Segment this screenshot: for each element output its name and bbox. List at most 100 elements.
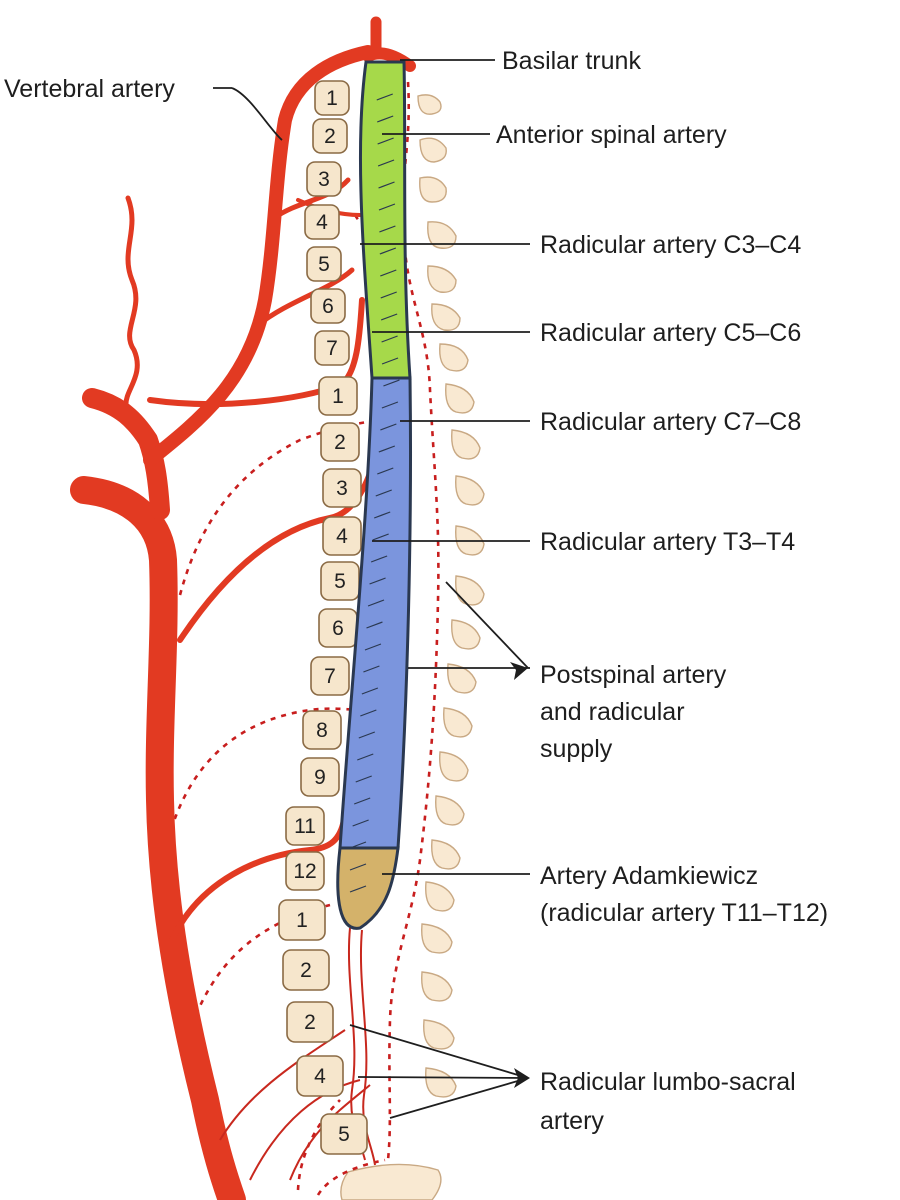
vertebra-number: 6 xyxy=(332,617,344,640)
cord-segment-tick xyxy=(369,577,386,585)
vertebra-number: 2 xyxy=(304,1011,316,1034)
vertebra-number: 8 xyxy=(316,719,328,742)
label-postspinal-line2: and radicular xyxy=(540,698,685,726)
vertebra-number: 2 xyxy=(324,125,336,148)
cord-segment-tick xyxy=(381,357,399,365)
vertebra-thoracic-7: 7 xyxy=(310,656,350,696)
cord-segment-tick xyxy=(357,753,374,761)
vertebra-body xyxy=(320,422,360,462)
vertebra-body xyxy=(302,710,342,750)
cord-segment-tick xyxy=(377,467,394,475)
vertebra-number: 4 xyxy=(336,525,348,548)
vertebra-number: 12 xyxy=(293,860,316,883)
vertebra-thoracic-4: 4 xyxy=(322,516,362,556)
vertebra-body xyxy=(322,468,362,508)
cord-segment-tick xyxy=(358,731,376,739)
vertebra-cervical-6: 6 xyxy=(310,288,346,324)
vertebra-number: 7 xyxy=(324,665,336,688)
vertebra-thoracic-2: 2 xyxy=(320,422,360,462)
vertebra-cervical-1: 1 xyxy=(314,80,350,116)
cord-segment-tick xyxy=(383,379,400,387)
label-lumbosacral-line1: Radicular lumbo-sacral xyxy=(540,1068,796,1096)
vertebra-number: 5 xyxy=(318,253,330,276)
vertebra-body xyxy=(320,1113,368,1155)
cord-segment-tick xyxy=(373,511,391,519)
vertebra-body xyxy=(314,80,350,116)
vertebra-body xyxy=(310,656,350,696)
vertebra-cervical-7: 7 xyxy=(314,330,350,366)
cord-segment-tick xyxy=(377,137,394,145)
cord-segment-tick xyxy=(378,445,396,453)
vertebra-thoracic-5: 5 xyxy=(320,561,360,601)
vertebra-number: 4 xyxy=(316,211,328,234)
vertebra-number: 1 xyxy=(332,385,344,408)
label-adamkiewicz-line1: Artery Adamkiewicz xyxy=(540,862,758,890)
vertebra-thoracic-9: 9 xyxy=(300,757,340,797)
label-vertebral-artery: Vertebral artery xyxy=(4,75,175,103)
vertebra-body xyxy=(285,851,325,891)
vertebra-number: 3 xyxy=(318,168,330,191)
cord-segment-tick xyxy=(370,555,388,563)
cord-segment-tick xyxy=(380,291,397,299)
vertebra-thoracic-10: 11 xyxy=(285,806,325,846)
vertebra-cervical-4: 4 xyxy=(304,204,340,240)
label-radicular-c5-c6: Radicular artery C5–C6 xyxy=(540,319,801,347)
vertebra-thoracic-11: 12 xyxy=(285,851,325,891)
vertebra-thoracic-8: 8 xyxy=(302,710,342,750)
vertebra-body xyxy=(304,204,340,240)
cord-segment-tick xyxy=(349,841,367,849)
vertebra-number: 2 xyxy=(300,959,312,982)
vertebra-number: 5 xyxy=(338,1123,350,1146)
label-basilar-trunk: Basilar trunk xyxy=(502,47,641,75)
vertebra-lumbar-4: 4 xyxy=(296,1055,344,1097)
cord-segment-tick xyxy=(379,247,397,255)
vertebra-body xyxy=(310,288,346,324)
cord-segment-tick xyxy=(380,269,397,277)
lumbar-cord-segment xyxy=(336,846,400,930)
vertebra-body xyxy=(285,806,325,846)
vertebra-number: 5 xyxy=(334,570,346,593)
vertebra-thoracic-1: 1 xyxy=(318,376,358,416)
spinal-cord xyxy=(336,60,412,930)
cord-segment-tick xyxy=(381,335,398,343)
cord-segment-tick xyxy=(380,313,398,321)
label-lumbosacral-line2: artery xyxy=(540,1107,604,1135)
cord-segment-tick xyxy=(376,93,393,101)
cord-segment-tick xyxy=(355,775,372,783)
vertebra-thoracic-6: 6 xyxy=(318,608,358,648)
vertebra-body xyxy=(306,246,342,282)
vertebra-thoracic-3: 3 xyxy=(322,468,362,508)
vertebra-number: 1 xyxy=(326,87,338,110)
label-radicular-t3-t4: Radicular artery T3–T4 xyxy=(540,528,795,556)
vertebra-body xyxy=(312,118,348,154)
vertebra-lumbar-2: 2 xyxy=(282,949,330,991)
cord-segment-tick xyxy=(377,159,395,167)
vertebra-lumbar-1: 1 xyxy=(278,899,326,941)
vertebra-cervical-2: 2 xyxy=(312,118,348,154)
vertebra-body xyxy=(300,757,340,797)
leader-lines xyxy=(213,59,530,1119)
vertebra-body xyxy=(322,516,362,556)
vertebra-number: 11 xyxy=(294,815,316,838)
vertebra-body xyxy=(286,1001,334,1043)
vertebra-number: 2 xyxy=(334,431,346,454)
cord-segment-tick xyxy=(353,797,371,805)
label-radicular-c7-c8: Radicular artery C7–C8 xyxy=(540,408,801,436)
vertebra-number: 9 xyxy=(314,766,326,789)
label-radicular-c3-c4: Radicular artery C3–C4 xyxy=(540,231,801,259)
cord-segment-tick xyxy=(349,863,367,871)
vertebra-cervical-3: 3 xyxy=(306,161,342,197)
vertebra-number: 3 xyxy=(336,477,348,500)
arteries xyxy=(70,16,416,1200)
cord-segment-tick xyxy=(352,819,369,827)
labels: Vertebral artery Basilar trunk Anterior … xyxy=(4,47,828,1135)
posterior-vertebrae xyxy=(340,94,485,1200)
label-adamkiewicz-line2: (radicular artery T11–T12) xyxy=(540,899,828,927)
cord-segment-tick xyxy=(379,225,396,233)
arrowheads xyxy=(510,662,530,1088)
vertebra-body xyxy=(282,949,330,991)
vertebra-body xyxy=(296,1055,344,1097)
cord-segment-tick xyxy=(366,621,383,629)
vertebra-body xyxy=(314,330,350,366)
